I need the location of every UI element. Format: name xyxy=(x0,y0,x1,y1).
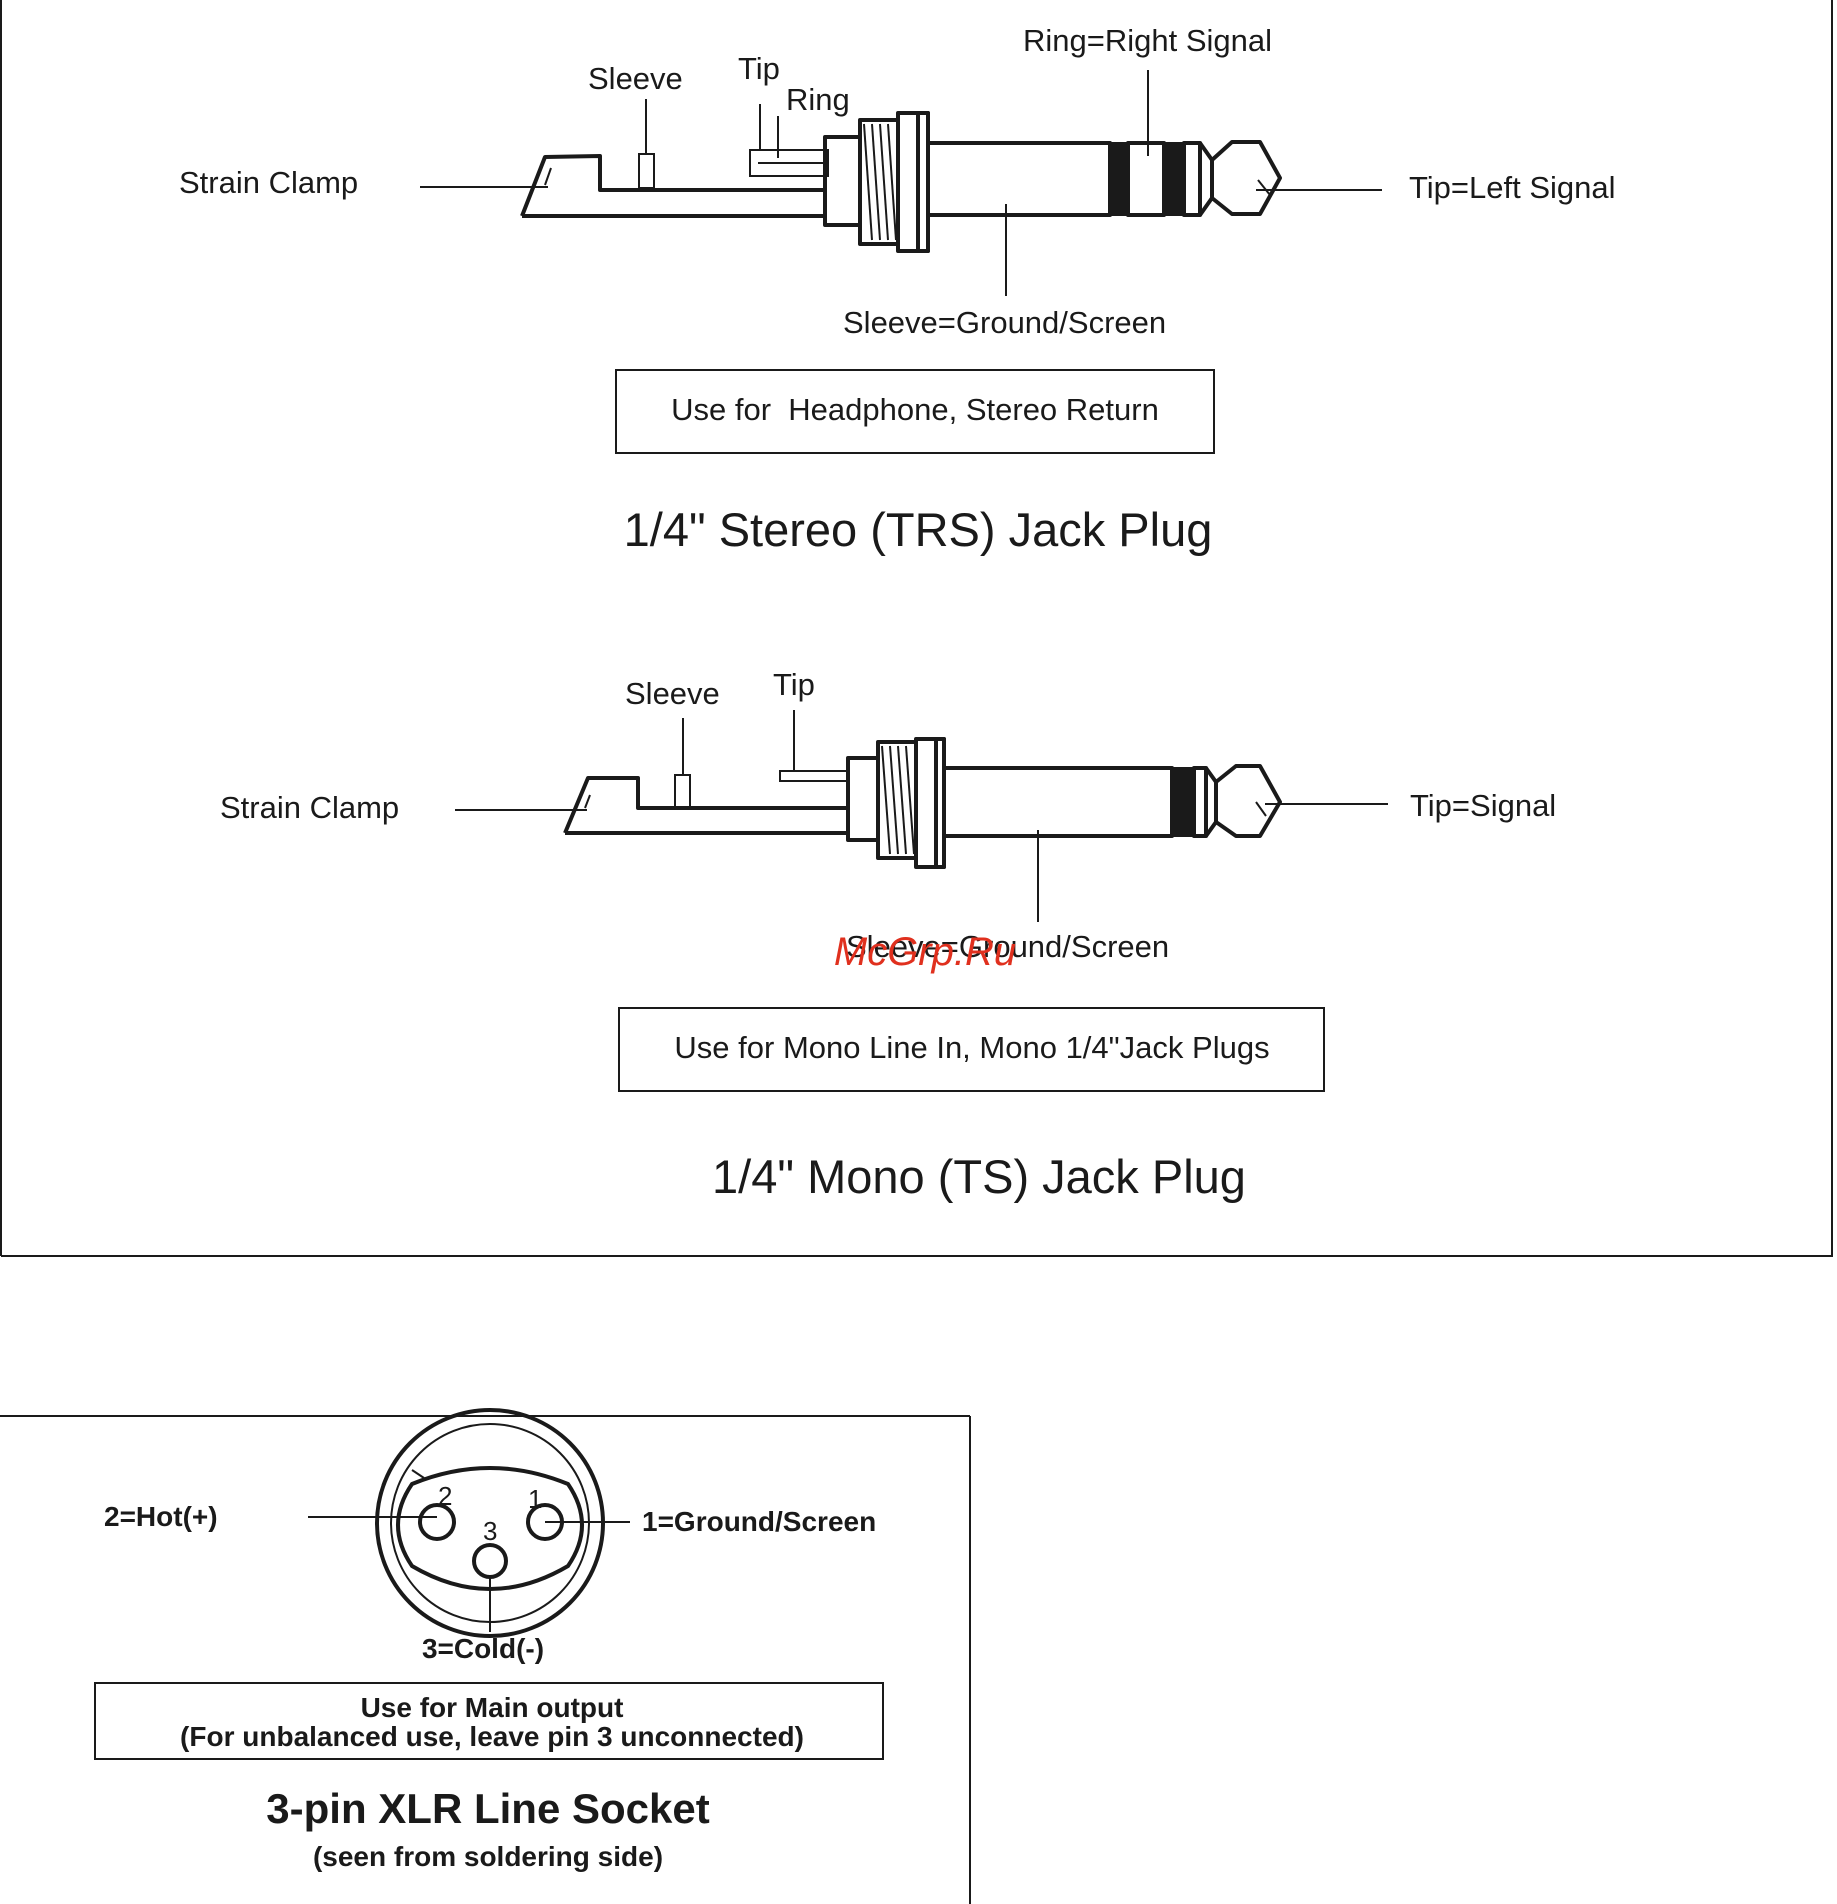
trs-usage-text: Use for Headphone, Stereo Return xyxy=(671,392,1159,427)
xlr-labels: 2=Hot(+) 1=Ground/Screen 3=Cold(-) 2 1 3 xyxy=(104,1481,876,1664)
xlr-pin1-label: 1=Ground/Screen xyxy=(642,1506,876,1537)
xlr-subtitle: (seen from soldering side) xyxy=(313,1841,663,1872)
ts-title: 1/4" Mono (TS) Jack Plug xyxy=(712,1150,1246,1203)
ts-plug-drawing xyxy=(563,737,1282,869)
xlr-frame xyxy=(0,1415,971,1904)
trs-tip-left-label: Tip=Left Signal xyxy=(1409,170,1616,205)
trs-plug-drawing xyxy=(520,111,1282,253)
xlr-num3: 3 xyxy=(483,1516,497,1546)
ts-sleeve-ground-label: Sleeve=Ground/Screen xyxy=(846,929,1169,964)
trs-ring-label: Ring xyxy=(786,82,850,117)
trs-sleeve-ground-label: Sleeve=Ground/Screen xyxy=(843,305,1166,340)
ts-leader-lines xyxy=(455,710,1388,922)
ts-usage-box: Use for Mono Line In, Mono 1/4"Jack Plug… xyxy=(618,1007,1325,1092)
xlr-usage-line2: (For unbalanced use, leave pin 3 unconne… xyxy=(180,1721,804,1752)
trs-labels: Strain Clamp Sleeve Tip Ring Ring=Right … xyxy=(179,23,1616,340)
trs-usage-box: Use for Headphone, Stereo Return xyxy=(615,369,1215,454)
ts-strain-clamp-label: Strain Clamp xyxy=(220,790,399,825)
trs-strain-clamp-label: Strain Clamp xyxy=(179,165,358,200)
xlr-leader-lines xyxy=(308,1516,630,1632)
watermark: McGrp.Ru xyxy=(834,930,1016,974)
xlr-num2: 2 xyxy=(438,1481,452,1511)
ts-usage-text: Use for Mono Line In, Mono 1/4"Jack Plug… xyxy=(674,1030,1269,1065)
trs-thread-lines xyxy=(863,123,897,241)
trs-leader-lines xyxy=(420,70,1382,296)
xlr-usage-line1: Use for Main output xyxy=(361,1692,624,1723)
ts-tip-label: Tip xyxy=(773,667,815,702)
trs-tip-label: Tip xyxy=(738,51,780,86)
top-frame xyxy=(0,0,1833,1257)
trs-sleeve-label: Sleeve xyxy=(588,61,683,96)
xlr-usage-box: Use for Main output (For unbalanced use,… xyxy=(94,1682,884,1760)
xlr-pin3-label: 3=Cold(-) xyxy=(422,1633,544,1664)
xlr-num1: 1 xyxy=(528,1484,542,1514)
ts-sleeve-label: Sleeve xyxy=(625,676,720,711)
xlr-title: 3-pin XLR Line Socket xyxy=(266,1785,709,1832)
ts-thread-lines xyxy=(881,745,915,855)
ts-tip-signal-label: Tip=Signal xyxy=(1410,788,1556,823)
xlr-pin2-label: 2=Hot(+) xyxy=(104,1501,218,1532)
trs-ring-right-label: Ring=Right Signal xyxy=(1023,23,1272,58)
trs-title: 1/4" Stereo (TRS) Jack Plug xyxy=(624,503,1213,556)
ts-labels: Strain Clamp Sleeve Tip Tip=Signal Sleev… xyxy=(220,667,1556,964)
